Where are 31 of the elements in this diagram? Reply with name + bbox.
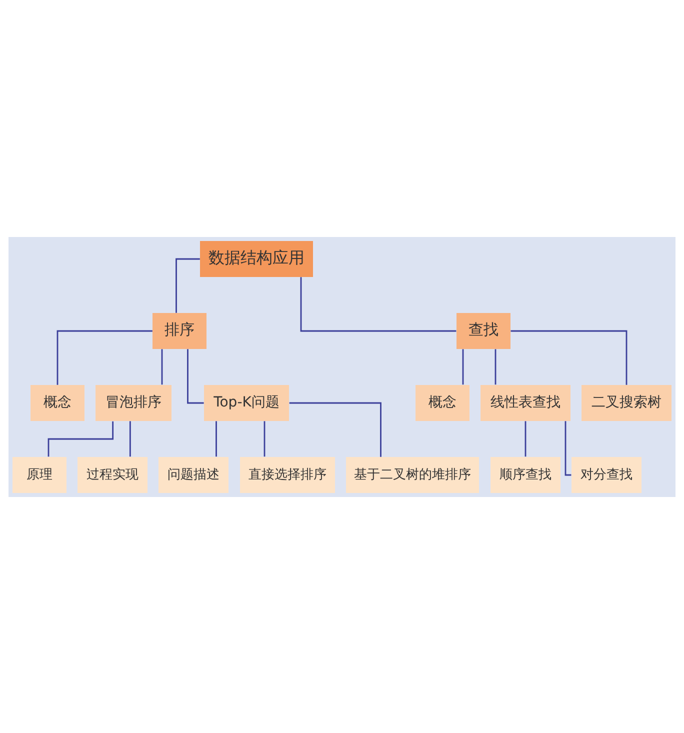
connector [187,348,204,404]
connector [48,420,114,456]
connector [56,330,152,384]
connector [264,420,266,456]
node-box: 过程实现 [78,456,148,492]
node-box: 数据结构应用 [200,240,313,276]
connector [462,348,464,384]
node-box: 排序 [152,312,206,348]
node-box: 原理 [12,456,66,492]
node-box: 概念 [30,384,84,420]
node-box: 基于二叉树的堆排序 [346,456,479,492]
node-box: 对分查找 [572,456,642,492]
node-box: 线性表查找 [480,384,570,420]
node-box: 概念 [416,384,470,420]
node-box: 冒泡排序 [96,384,172,420]
connector [129,420,131,456]
connector [176,258,200,312]
node-box: 查找 [456,312,510,348]
connector [216,420,217,456]
connector [494,348,496,384]
node-box: 直接选择排序 [240,456,335,492]
node-box: Top-K问题 [204,384,289,420]
connector [524,420,526,456]
node-box: 二叉搜索树 [582,384,672,420]
node-box: 问题描述 [158,456,228,492]
connector [300,276,456,332]
node-box: 顺序查找 [490,456,560,492]
connector [510,330,628,384]
connector [289,402,382,456]
connector [161,348,163,384]
connector [564,420,572,476]
